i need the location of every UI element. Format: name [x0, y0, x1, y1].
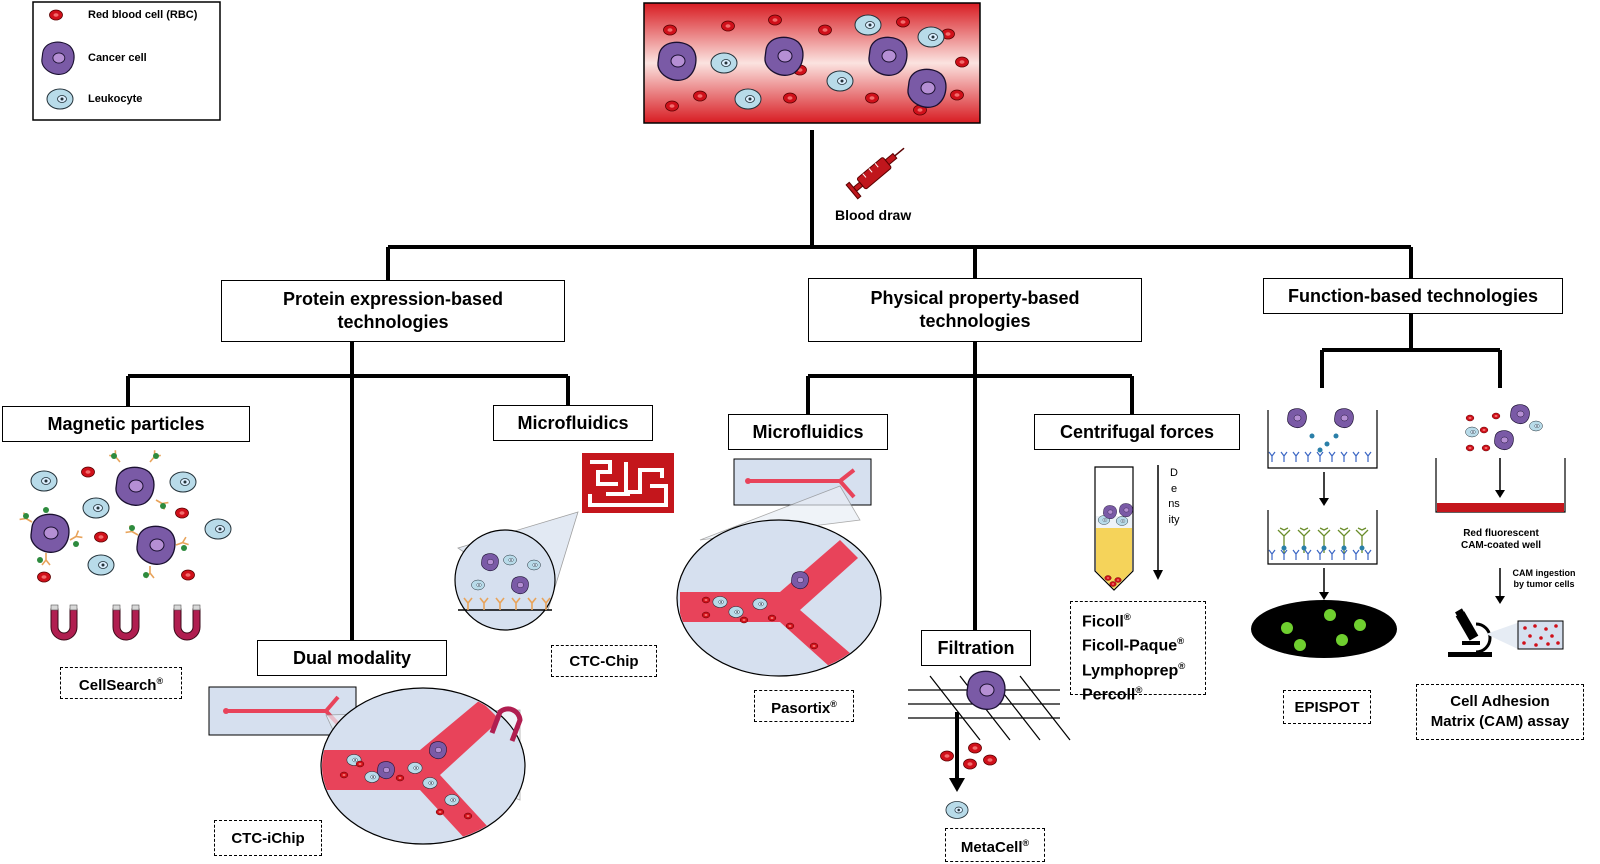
pasortix-illustration [676, 458, 882, 677]
protein-category-box: Protein expression-based technologies [221, 280, 565, 342]
cam-well-label: Red fluorescent CAM-coated well [1460, 528, 1541, 551]
cam-assay-label-box: Cell Adhesion Matrix (CAM) assay [1416, 684, 1584, 740]
registered-mark: ® [156, 675, 164, 686]
cam-assay-label-line1: Cell Adhesion [1450, 693, 1550, 710]
blood-vessel-illustration [643, 2, 981, 124]
density-tube-illustration [1094, 465, 1163, 591]
function-category-box: Function-based technologies [1263, 278, 1563, 314]
centrifugal-forces-label: Centrifugal forces [1059, 421, 1215, 442]
density-text: Density [1168, 467, 1180, 526]
registered-mark: ® [1123, 612, 1131, 623]
filtration-cancer-cell [966, 670, 1006, 710]
function-category-label: Function-based technologies [1287, 285, 1538, 306]
cam-ingestion-label: CAM ingestion by tumor cells [1512, 568, 1576, 589]
filtration-arrow [949, 712, 965, 792]
registered-mark: ® [1178, 660, 1186, 672]
legend-leukocyte-label: Leukocyte [88, 93, 143, 105]
ficoll-label: Ficoll [1082, 613, 1124, 631]
registered-mark: ® [830, 698, 837, 709]
centrifugal-forces-box: Centrifugal forces [1034, 414, 1240, 450]
filtration-label: Filtration [937, 637, 1015, 658]
legend-cancer-label: Cancer cell [88, 52, 147, 64]
protein-category-label: Protein expression-based technologies [282, 289, 504, 332]
ficoll-paque-label: Ficoll-Paque [1082, 637, 1178, 655]
magnetic-particles-label: Magnetic particles [47, 413, 205, 434]
cam-assay-illustration [1435, 404, 1566, 657]
ctc-chip-label-box: CTC-Chip [551, 645, 657, 677]
density-label: Density [1168, 466, 1180, 528]
microfluidics-label-protein: Microfluidics [517, 412, 629, 433]
dual-modality-label: Dual modality [292, 647, 412, 668]
physical-category-box: Physical property-based technologies [808, 278, 1142, 342]
ctc-ichip-label: CTC-iChip [231, 829, 305, 847]
microfluidics-label-physical: Microfluidics [752, 421, 864, 442]
pasortix-label-box: Pasortix® [754, 690, 854, 722]
microfluidics-box-physical: Microfluidics [728, 414, 888, 450]
ctc-chip-label: CTC-Chip [569, 652, 639, 670]
epispot-label: EPISPOT [1294, 698, 1360, 716]
magnetic-particles-illustration [18, 449, 232, 641]
epispot-illustration [1251, 408, 1397, 658]
filtration-box: Filtration [921, 630, 1031, 666]
dual-modality-box: Dual modality [257, 640, 447, 676]
tree-connectors [126, 130, 1502, 640]
cellsearch-label-box: CellSearch® [60, 667, 182, 699]
syringe-icon [845, 147, 905, 200]
physical-category-label: Physical property-based technologies [870, 288, 1080, 331]
pasortix-label: Pasortix [771, 699, 831, 717]
density-media-label-box: Ficoll® Ficoll-Paque® Lymphoprep® Percol… [1070, 601, 1206, 703]
legend-box [32, 1, 221, 121]
cam-assay-label-line2: Matrix (CAM) assay [1430, 713, 1570, 730]
dual-modality-illustration [208, 686, 526, 845]
registered-mark: ® [1022, 837, 1030, 848]
epispot-label-box: EPISPOT [1283, 690, 1371, 724]
ctc-ichip-label-box: CTC-iChip [214, 820, 322, 856]
metacell-label: MetaCell [960, 838, 1023, 856]
percoll-label: Percoll [1082, 686, 1136, 704]
cellsearch-label: CellSearch [78, 676, 157, 694]
ctc-chip-illustration [454, 453, 674, 631]
magnetic-particles-box: Magnetic particles [2, 406, 250, 442]
legend-rbc-label: Red blood cell (RBC) [88, 9, 198, 21]
microscope-icon [1448, 608, 1492, 657]
blood-draw-label: Blood draw [835, 207, 912, 223]
registered-mark: ® [1135, 684, 1143, 696]
lymphoprep-label: Lymphoprep [1082, 661, 1179, 679]
microfluidics-box-protein: Microfluidics [493, 405, 653, 441]
metacell-label-box: MetaCell® [945, 828, 1045, 862]
registered-mark: ® [1177, 636, 1185, 648]
